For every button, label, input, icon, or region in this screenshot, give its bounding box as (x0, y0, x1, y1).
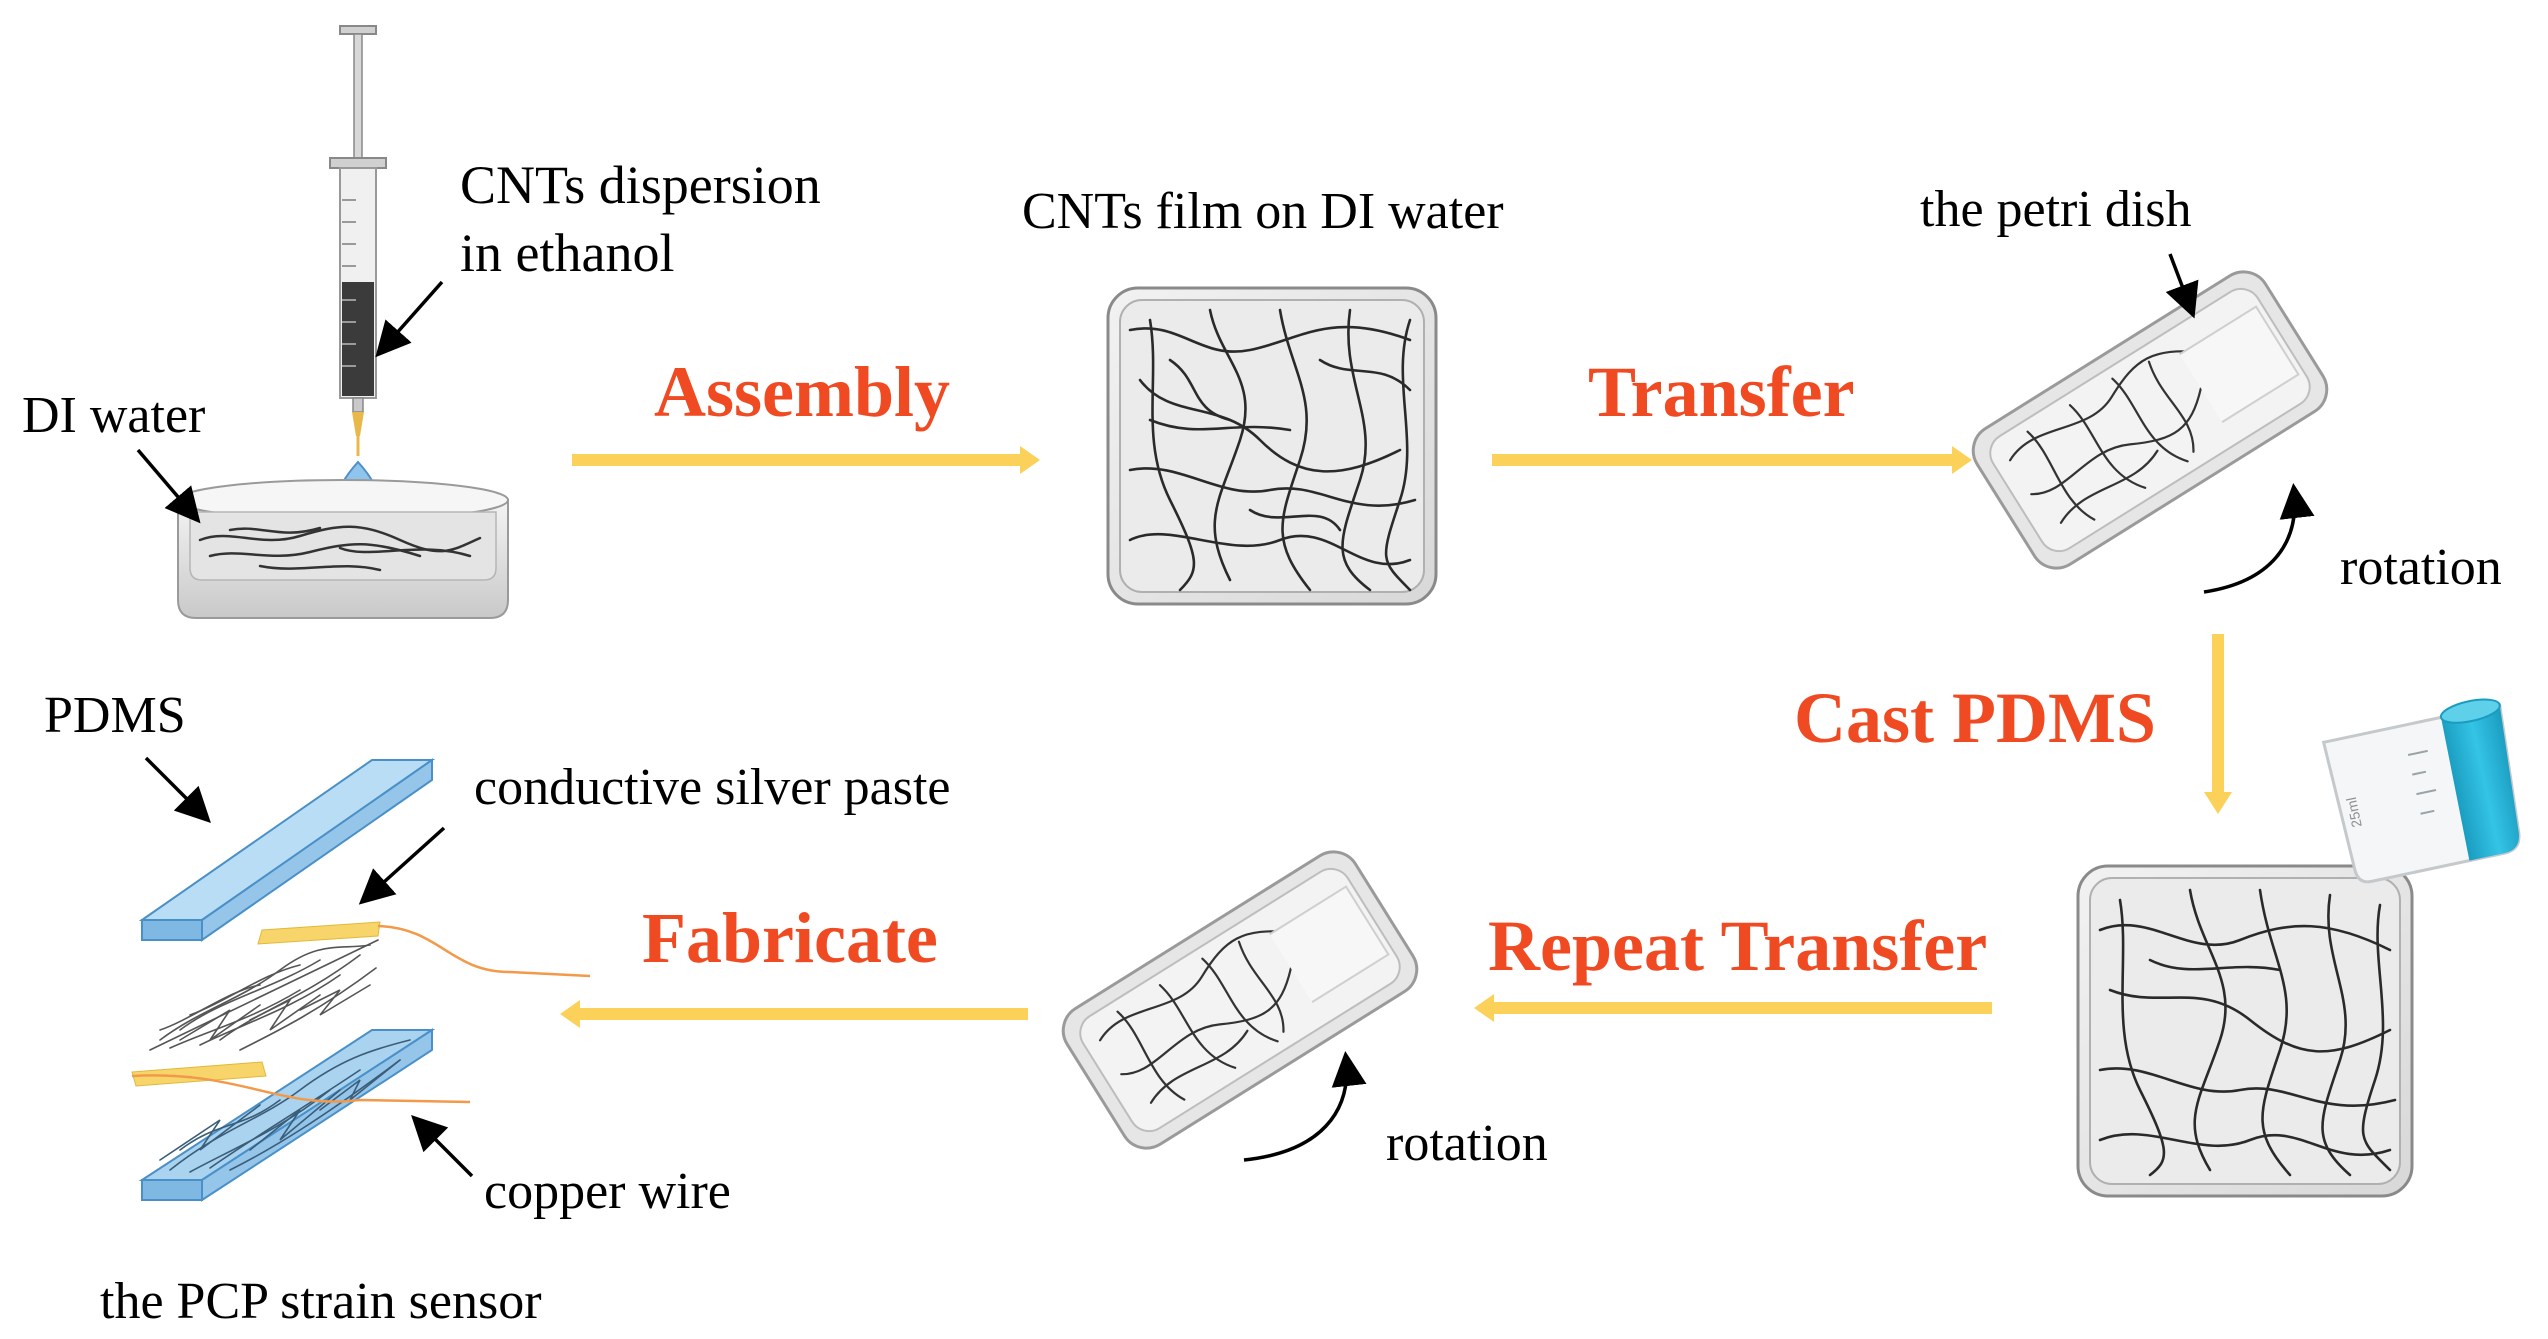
pdms-top-layer (138, 758, 436, 942)
label-cnts-dispersion-1: CNTs dispersion (460, 155, 821, 215)
petri-dish-di-water (177, 479, 509, 619)
cnts-film-dish (1106, 286, 1438, 606)
pointer-arrows (136, 253, 2199, 1178)
arrow-repeat-transfer (1474, 994, 1992, 1022)
rotation-arrow-bottom (1243, 1051, 1367, 1162)
label-petri-dish: the petri dish (1920, 181, 2192, 238)
cnt-network (1128, 308, 1417, 592)
cnt-middle-layer (149, 939, 379, 1051)
label-di-water: DI water (22, 387, 206, 444)
pointer-di-water (136, 448, 201, 524)
arrow-assembly (572, 446, 1040, 474)
arrow-fabricate (560, 1000, 1028, 1028)
cnt-network-2 (2098, 888, 2397, 1177)
label-cnts-dispersion-2: in ethanol (460, 223, 675, 283)
process-arrows (560, 446, 2232, 1028)
pointer-pdms (144, 756, 211, 823)
pointer-petri-dish (2165, 253, 2199, 319)
copper-wire-bottom (131, 1074, 471, 1104)
rotation-arrow-top (2203, 483, 2315, 594)
label-silver-paste: conductive silver paste (474, 759, 951, 816)
beaker-scale-label: 25ml (2343, 796, 2365, 829)
petri-dish-tilted-top (1971, 270, 2329, 570)
label-sensor: the PCP strain sensor (100, 1273, 542, 1330)
petri-dish-tilted-bottom (1061, 850, 1419, 1150)
arrow-transfer (1492, 446, 1972, 474)
label-pdms: PDMS (44, 687, 186, 744)
label-cnts-film: CNTs film on DI water (1022, 183, 1504, 240)
syringe-icon (329, 25, 387, 456)
pcp-strain-sensor (131, 758, 591, 1202)
pdms-bottom-layer (138, 1028, 436, 1202)
rotation-arrows (1243, 483, 2315, 1162)
label-rotation-top: rotation (2340, 539, 2502, 596)
copper-wire-top (377, 924, 591, 978)
pointer-cnts-dispersion (375, 280, 444, 358)
step-fabricate: Fabricate (642, 898, 938, 978)
step-assembly: Assembly (654, 352, 951, 432)
step-cast-pdms: Cast PDMS (1794, 678, 2156, 758)
pointer-silver-paste (358, 826, 446, 905)
beaker-icon: 25ml (2321, 698, 2521, 884)
cast-pdms-dish (2076, 864, 2414, 1198)
pointer-copper-wire (411, 1115, 474, 1178)
label-rotation-bottom: rotation (1386, 1115, 1548, 1172)
arrow-cast-pdms (2204, 634, 2232, 814)
label-copper-wire: copper wire (484, 1163, 731, 1220)
step-repeat-transfer: Repeat Transfer (1488, 906, 1988, 986)
silver-paste-top (257, 921, 381, 945)
step-transfer: Transfer (1588, 352, 1855, 432)
silver-paste-bottom (131, 1061, 267, 1087)
